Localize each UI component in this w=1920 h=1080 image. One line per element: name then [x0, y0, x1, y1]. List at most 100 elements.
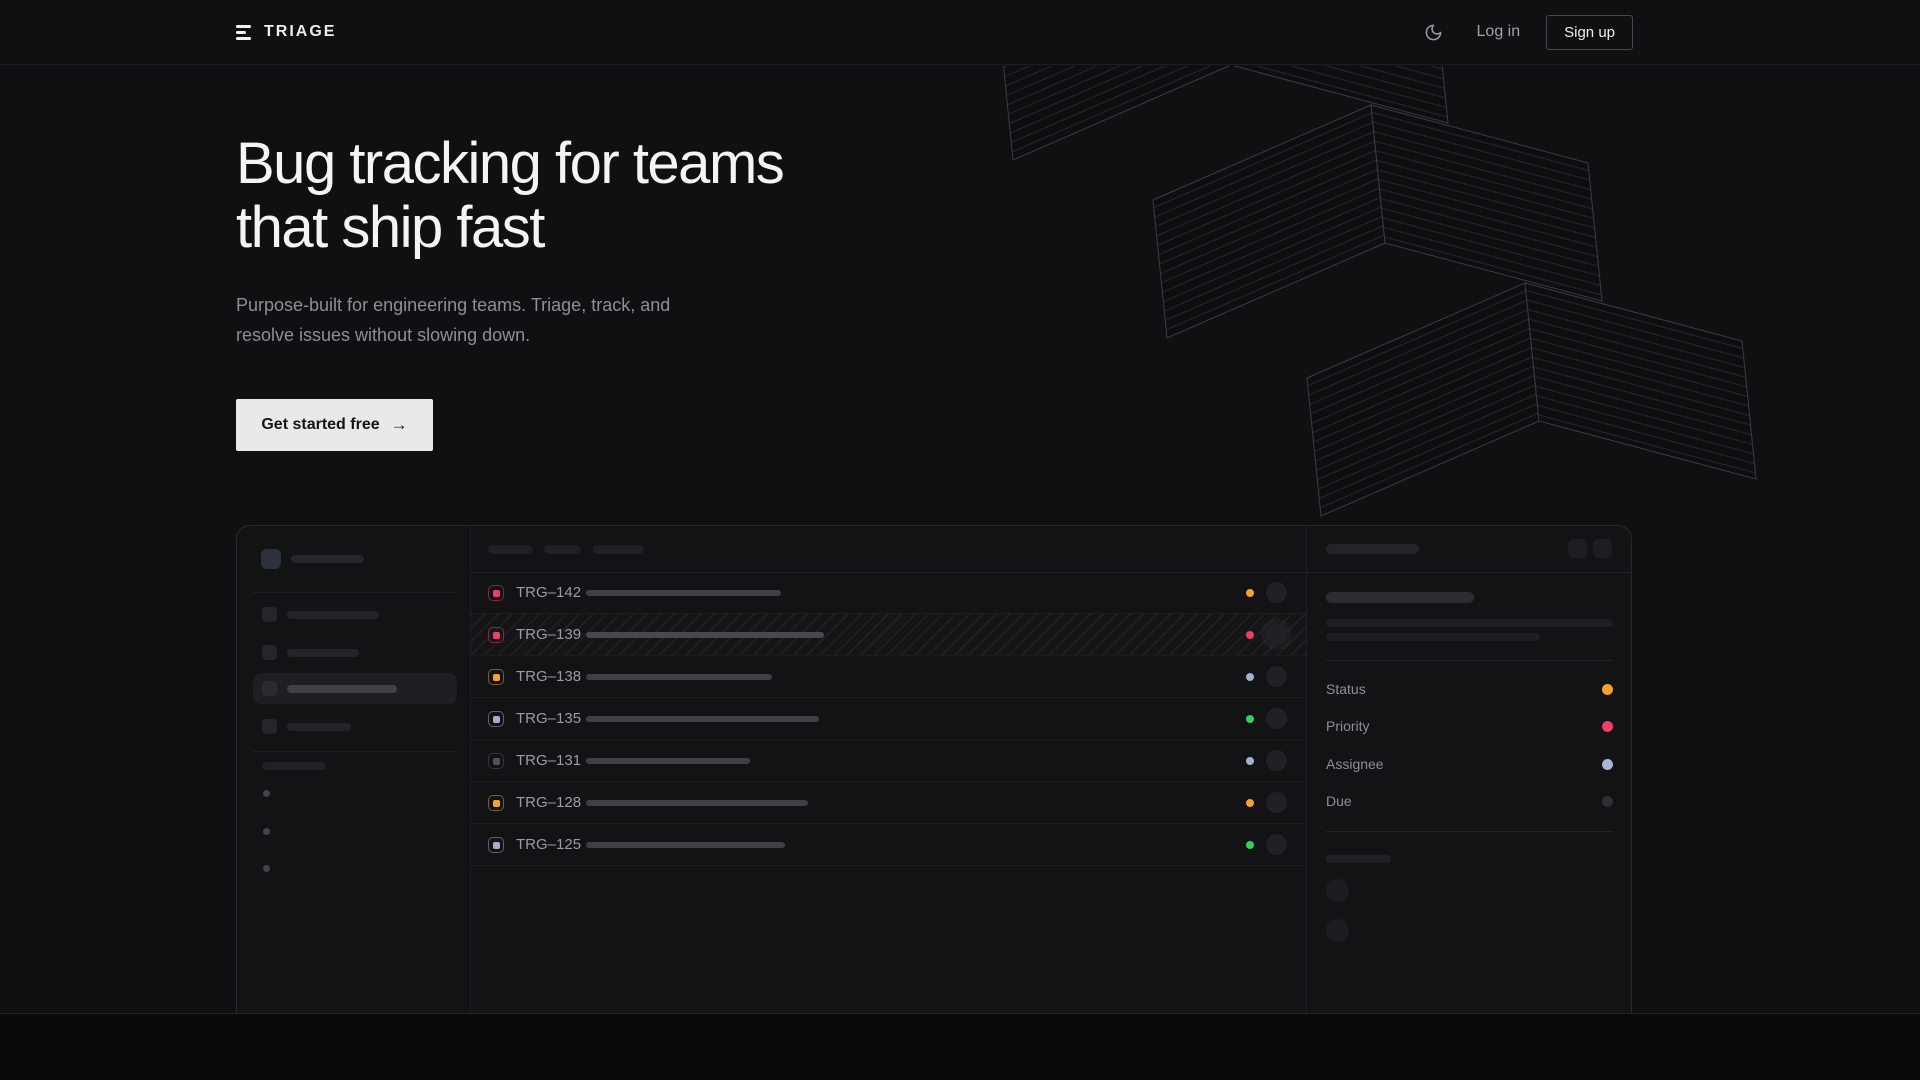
property-label: Status	[1326, 681, 1366, 697]
sidebar-nav-icon-skeleton	[262, 719, 277, 734]
hero-subtitle-line2: resolve issues without slowing down.	[236, 325, 531, 345]
sidebar-dot-skeleton	[263, 828, 270, 835]
property-value-dot	[1602, 758, 1613, 770]
property-value-dot	[1602, 720, 1613, 732]
login-link[interactable]: Log in	[1476, 23, 1521, 40]
issue-type-icon	[488, 837, 504, 853]
property-label: Priority	[1326, 718, 1370, 734]
sidebar-nav-icon-skeleton	[262, 645, 277, 660]
sidebar-nav-label-skeleton	[287, 685, 397, 693]
detail-property-row: Status	[1326, 678, 1613, 700]
property-label: Assignee	[1326, 756, 1384, 772]
logo: TRIAGE	[236, 23, 336, 41]
issue-type-icon	[488, 753, 504, 769]
detail-section-skeleton	[1326, 855, 1391, 863]
issue-type-icon	[488, 669, 504, 685]
moon-icon	[1425, 24, 1441, 40]
avatar	[1266, 834, 1287, 855]
issue-row: TRG–125	[471, 824, 1306, 866]
wireframe-slab-2	[1152, 104, 1603, 339]
sidebar-nav-icon-skeleton	[262, 607, 277, 622]
workspace-avatar-skeleton	[261, 549, 281, 569]
issue-id: TRG–131	[516, 752, 582, 769]
status-dot	[1246, 631, 1254, 639]
detail-text-skeleton	[1326, 619, 1613, 627]
workspace-name-skeleton	[291, 555, 364, 563]
avatar	[1266, 666, 1287, 687]
issue-type-icon	[488, 627, 504, 643]
issue-id: TRG–138	[516, 668, 582, 685]
issue-title-skeleton	[586, 590, 781, 596]
status-dot	[1246, 673, 1254, 681]
hero-title: Bug tracking for teams that ship fast	[236, 132, 785, 260]
theme-toggle-button[interactable]	[1420, 19, 1447, 46]
footer	[0, 1013, 1920, 1080]
avatar	[1266, 624, 1287, 645]
wireframe-slab-1	[1002, 66, 1449, 161]
avatar	[1266, 792, 1287, 813]
status-dot	[1246, 589, 1254, 597]
signup-button[interactable]: Sign up	[1546, 14, 1633, 50]
status-dot	[1246, 715, 1254, 723]
issue-type-icon	[488, 795, 504, 811]
nav-actions: Log in Sign up	[1420, 14, 1633, 50]
avatar	[1266, 750, 1287, 771]
filter-pill-skeleton	[593, 545, 644, 554]
detail-divider	[1326, 831, 1613, 832]
property-label: Due	[1326, 793, 1352, 809]
issue-title-skeleton	[586, 632, 824, 638]
detail-text-skeleton	[1326, 633, 1540, 641]
sidebar-divider	[253, 751, 457, 752]
hero-section: Bug tracking for teams that ship fast Pu…	[0, 66, 1920, 1013]
sidebar-nav-icon-skeleton	[262, 681, 277, 696]
issue-id: TRG–128	[516, 794, 582, 811]
avatar	[1266, 582, 1287, 603]
issue-title-skeleton	[586, 758, 750, 764]
issue-title-skeleton	[586, 674, 772, 680]
brand-name: TRIAGE	[264, 23, 337, 40]
detail-avatar-skeleton	[1326, 919, 1349, 942]
detail-header-skeleton	[1326, 544, 1419, 554]
get-started-button[interactable]: Get started free →	[236, 399, 433, 451]
issue-row: TRG–142	[471, 572, 1306, 614]
detail-property-row: Assignee	[1326, 753, 1613, 775]
sidebar-divider	[253, 592, 457, 593]
detail-header-divider	[1307, 572, 1631, 573]
detail-avatar-skeleton	[1326, 879, 1349, 902]
issue-id: TRG–125	[516, 836, 582, 853]
property-value-dot	[1602, 683, 1613, 695]
status-dot	[1246, 841, 1254, 849]
triage-logo-icon	[236, 24, 252, 40]
sidebar-nav-label-skeleton	[287, 611, 379, 619]
hero-subtitle: Purpose-built for engineering teams. Tri…	[236, 290, 670, 350]
sidebar-dot-skeleton	[263, 790, 270, 797]
detail-action-skeleton	[1593, 539, 1612, 558]
filter-pill-skeleton	[544, 545, 581, 554]
issue-row: TRG–138	[471, 656, 1306, 698]
filter-pill-skeleton	[488, 545, 533, 554]
sidebar-nav-label-skeleton	[287, 649, 359, 657]
detail-title-skeleton	[1326, 592, 1474, 603]
detail-property-row: Due	[1326, 790, 1613, 812]
issue-type-icon	[488, 585, 504, 601]
sidebar-section-skeleton	[262, 762, 326, 770]
status-dot	[1246, 799, 1254, 807]
issue-title-skeleton	[586, 800, 808, 806]
issue-id: TRG–139	[516, 626, 582, 643]
issue-row: TRG–135	[471, 698, 1306, 740]
detail-action-skeleton	[1568, 539, 1587, 558]
status-dot	[1246, 757, 1254, 765]
sidebar-nav-label-skeleton	[287, 723, 351, 731]
detail-property-row: Priority	[1326, 715, 1613, 737]
issue-id: TRG–142	[516, 584, 582, 601]
issue-id: TRG–135	[516, 710, 582, 727]
property-value-dot	[1602, 795, 1613, 807]
issue-type-icon	[488, 711, 504, 727]
navbar: TRIAGE Log in Sign up	[0, 0, 1920, 65]
mockup-sidebar	[237, 526, 471, 1013]
